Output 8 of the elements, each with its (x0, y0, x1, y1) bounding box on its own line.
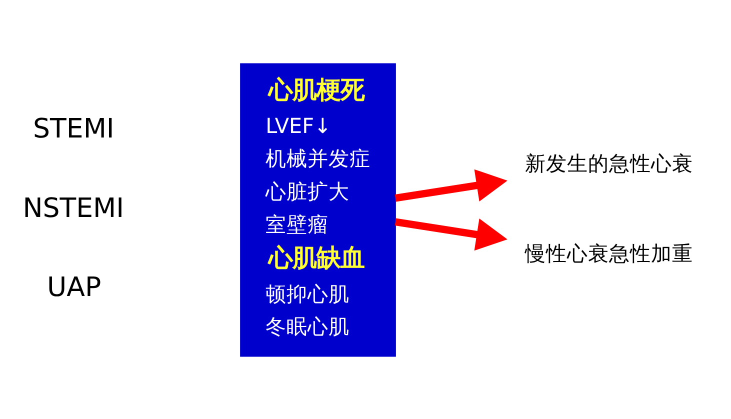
arrow (394, 168, 508, 202)
arrow (394, 218, 508, 250)
label: NSTEMI (22, 192, 124, 224)
node-box: 心肌梗死 LVEF↓ 机械并发症 心脏扩大 室壁瘤 心肌缺血 顿抑心肌 冬眠心肌 (240, 62, 396, 356)
label: UAP (47, 271, 102, 302)
node-text: 新发生的急性心衰 (525, 151, 694, 176)
node-text: 慢性心衰急性加重 (525, 241, 694, 266)
label: STEMI (33, 113, 114, 144)
